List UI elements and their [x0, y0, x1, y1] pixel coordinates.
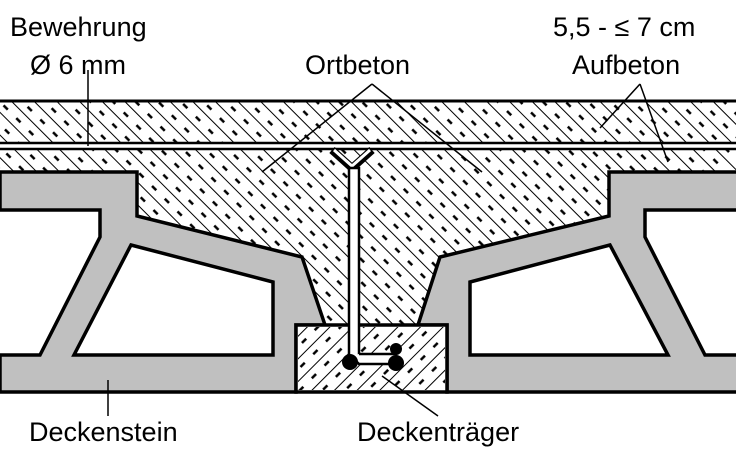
- label-deckenstein: Deckenstein: [29, 417, 178, 447]
- deckenstein-right: [415, 170, 736, 394]
- label-ortbeton: Ortbeton: [305, 50, 410, 80]
- reinforcement-mesh: [0, 141, 736, 151]
- label-deckentraeger: Deckenträger: [357, 417, 519, 447]
- girder-rebar: [329, 147, 404, 371]
- label-bewehrung-diameter: Ø 6 mm: [30, 50, 126, 80]
- block-hole: [643, 208, 736, 357]
- block-hole: [71, 242, 275, 357]
- block-hole: [0, 208, 102, 357]
- label-aufbeton: Aufbeton: [572, 50, 680, 80]
- leader-lines: [87, 70, 669, 417]
- deckenstein-left: [0, 170, 328, 394]
- block-hole: [468, 242, 671, 357]
- label-aufbeton-thickness: 5,5 - ≤ 7 cm: [553, 12, 695, 42]
- label-bewehrung: Bewehrung: [10, 12, 147, 42]
